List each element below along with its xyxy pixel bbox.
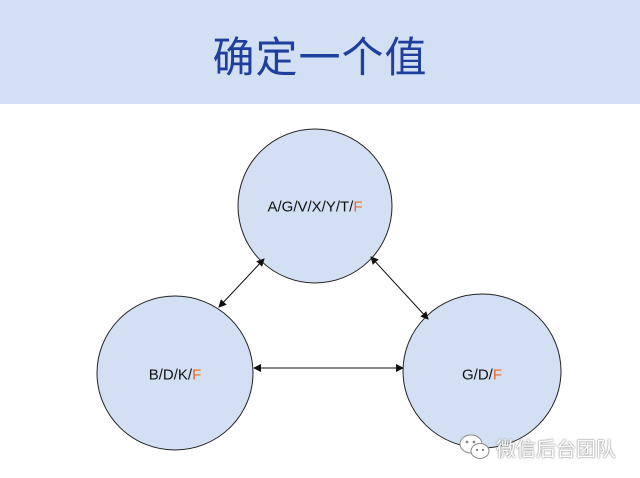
node-label-top-highlight: F [353, 198, 363, 216]
node-label-top-main: A/G/V/X/Y/T/ [267, 198, 354, 216]
node-label-left: B/D/K/F [149, 367, 202, 384]
page-title: 确定一个值 [212, 33, 428, 82]
node-label-left-main: B/D/K/ [148, 366, 193, 384]
edge-top-left [218, 258, 265, 308]
edge-top-right [370, 256, 429, 320]
node-label-right-highlight: F [492, 366, 503, 384]
node-label-right: G/D/F [462, 367, 502, 384]
wechat-icon [459, 434, 490, 459]
node-label-left-highlight: F [192, 366, 202, 384]
node-label-right-main: G/D/ [461, 366, 493, 384]
node-circle-left [96, 295, 254, 451]
watermark-text: 微信后台团队 [496, 436, 616, 461]
node-circle-top [237, 128, 393, 284]
watermark: 微信后台团队 [458, 432, 616, 462]
title-banner [0, 0, 640, 104]
node-label-top: A/G/V/X/Y/T/F [267, 199, 362, 216]
